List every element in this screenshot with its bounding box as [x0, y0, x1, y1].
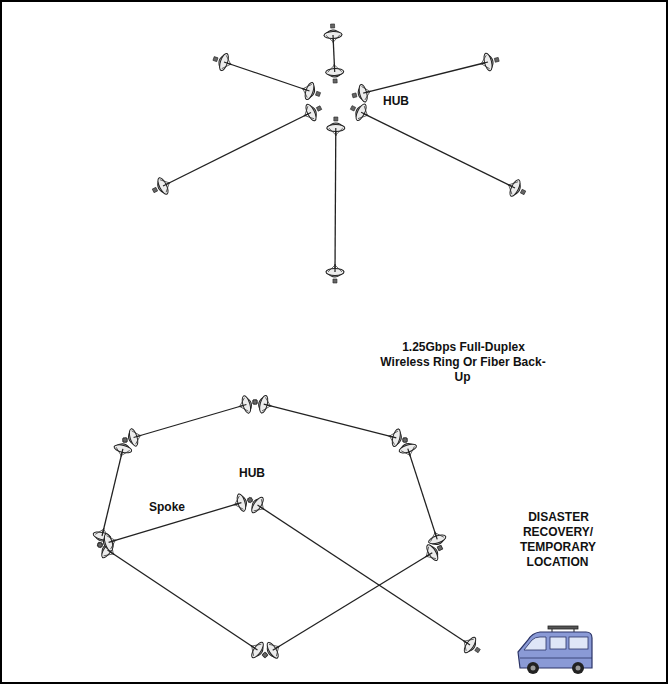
dish-antenna	[327, 117, 345, 136]
dish-antenna	[149, 174, 174, 199]
site-label-box: DISASTER RECOVERY/ TEMPORARY LOCATION	[508, 510, 608, 570]
dish-antenna	[325, 64, 344, 84]
hub-label: HUB	[238, 466, 266, 480]
dish-antenna	[421, 539, 447, 564]
hub-label: HUB	[382, 94, 410, 108]
dish-antenna	[458, 633, 484, 658]
ring-links	[102, 404, 470, 650]
dish-antenna	[504, 176, 529, 201]
dish-antenna	[243, 491, 269, 516]
dish-antenna	[300, 100, 325, 125]
link-note: 1.25Gbps Full-Duplex Wireless Ring Or Fi…	[380, 340, 545, 384]
dish-antenna	[121, 427, 144, 450]
dish-antenna	[251, 393, 274, 415]
dish-antenna	[246, 638, 272, 664]
site-label: DISASTER RECOVERY/ TEMPORARY LOCATION	[520, 510, 596, 569]
dish-antenna	[396, 435, 419, 459]
spoke-label: Spoke	[148, 500, 186, 514]
dish-antenna	[478, 51, 501, 73]
dish-antenna	[211, 50, 235, 73]
dish-antenna	[347, 99, 372, 124]
hub-label-box: HUB	[376, 94, 416, 109]
dish-antenna	[299, 80, 323, 103]
van	[518, 626, 592, 674]
dish-antenna	[326, 264, 344, 283]
spoke-label-box: Spoke	[146, 500, 188, 515]
dish-antenna	[350, 83, 373, 105]
link-note-box: 1.25Gbps Full-Duplex Wireless Ring Or Fi…	[378, 340, 548, 385]
star-links	[163, 35, 515, 272]
hub-label-box: HUB	[232, 466, 272, 481]
dish-antenna	[95, 531, 118, 554]
dish-antenna	[324, 24, 343, 44]
